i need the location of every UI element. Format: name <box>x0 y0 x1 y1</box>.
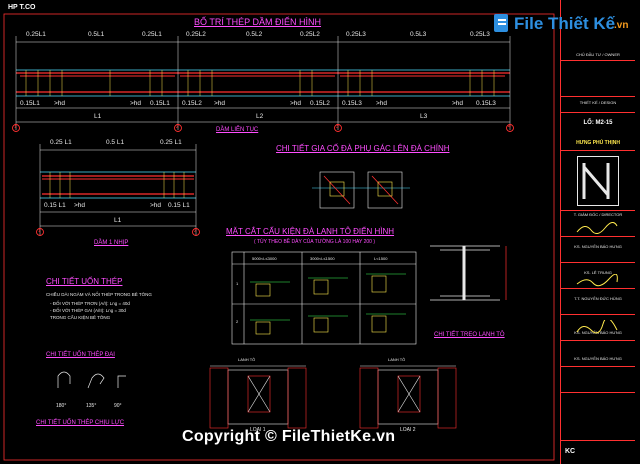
signer-name: KS. NGUYỄN BÁO HƯNG <box>574 356 622 361</box>
signer-name: KS. LÊ TRUNG <box>584 270 612 275</box>
span-label: L1 <box>94 113 102 120</box>
beam-layout-title: BỐ TRÍ THÉP DẦM ĐIỂN HÌNH <box>194 17 322 27</box>
signature-icon <box>575 273 619 288</box>
axis-mark: 1 <box>14 124 17 130</box>
lintel-table-header: 5000<L≤3000 <box>252 256 277 261</box>
lintel-section-title: MẶT CẮT CẤU KIỆN ĐÀ LANH TÔ ĐIỂN HÌNH <box>226 227 395 236</box>
company-name: HƯNG PHÚ THỊNH <box>576 140 620 146</box>
drawing-code: KC <box>565 448 576 455</box>
axis-mark: 3 <box>336 124 339 130</box>
single-dim-top: 0.25 L1 <box>160 139 182 146</box>
lintel-type-label: LOẠI 2 <box>400 427 416 433</box>
lintel-hanger-detail <box>430 245 507 301</box>
dim-bottom: >hd <box>130 100 142 107</box>
drawing-frame <box>3 13 555 461</box>
signer-name: T. GIÁM ĐỐC / DIRECTOR <box>573 212 623 217</box>
lintel-table-header: L<1500 <box>374 256 388 261</box>
tension-bend-label: CHI TIẾT UỐN THÉP CHỊU LỰC <box>36 420 125 426</box>
dim-bottom: 0.15L1 <box>20 100 40 107</box>
dim-bottom: >hd <box>54 100 66 107</box>
single-dim-bottom: >hd <box>74 202 86 209</box>
dim-bottom: >hd <box>290 100 302 107</box>
company-logo-icon <box>577 156 619 206</box>
dim-bottom: 0.15L2 <box>182 100 202 107</box>
single-axis-mark: 1 <box>38 228 41 234</box>
dim-top: 0.25L3 <box>470 31 490 38</box>
lintel-label: LANH TÔ <box>388 357 406 362</box>
lintel-section-table <box>231 251 417 345</box>
bending-detail-title: CHI TIẾT UỐN THÉP <box>46 277 123 286</box>
signature-icon <box>575 317 619 334</box>
dim-bottom: 0.15L1 <box>150 100 170 107</box>
stirrup-angle: 180° <box>56 403 67 409</box>
title-role: THIẾT KẾ / DESIGN <box>579 100 617 105</box>
stirrup-detail-label: CHI TIẾT UỐN THÉP ĐAI <box>46 352 115 358</box>
lintel-label: LANH TÔ <box>238 357 256 362</box>
continuous-beam-label: DẦM LIÊN TỤC <box>216 127 259 133</box>
drawing-number: LỐ: M2-15 <box>583 120 613 126</box>
single-span-label: L1 <box>114 217 122 224</box>
dim-top: 0.25L1 <box>26 31 46 38</box>
single-dim-top: 0.5 L1 <box>106 139 125 146</box>
lintel-type-label: LOẠI 1 <box>250 427 266 433</box>
single-dim-bottom: 0.15 L1 <box>168 202 190 209</box>
stirrup-angle: 135° <box>86 403 97 409</box>
bending-note: TRONG CẤU KIỆN BÊ TÔNG <box>50 315 111 320</box>
dim-bottom: >hd <box>452 100 464 107</box>
dim-top: 0.5L1 <box>88 31 105 38</box>
single-dim-bottom: >hd <box>150 202 162 209</box>
dim-top: 0.25L2 <box>186 31 206 38</box>
continuous-beam-drawing <box>12 36 514 132</box>
watermark-domain: .vn <box>614 20 629 31</box>
lintel-hang-label: CHI TIẾT TREO LANH TÔ <box>434 332 505 338</box>
title-block: CHỦ ĐẦU TƯ / OWNER THIẾT KẾ / DESIGN LỐ:… <box>560 0 635 464</box>
title-role: CHỦ ĐẦU TƯ / OWNER <box>576 52 620 57</box>
axis-mark: 2 <box>176 124 179 130</box>
dim-bottom: 0.15L3 <box>476 100 496 107</box>
lintel-table-row: 1 <box>236 281 239 286</box>
bending-note: - ĐỐI VỚI THÉP GAI (A/II): Lng = 30d <box>50 308 126 313</box>
stirrup-angle: 90° <box>114 403 122 409</box>
sheet-label: HP T.CO <box>8 4 36 11</box>
dim-top: 0.25L2 <box>300 31 320 38</box>
single-span-beam-label: DẦM 1 NHỊP <box>94 240 129 246</box>
axis-mark: 4 <box>508 124 511 130</box>
dim-bottom: >hd <box>214 100 226 107</box>
dim-top: 0.25L3 <box>346 31 366 38</box>
signer-name: KS. NGUYỄN BÁO HƯNG <box>574 244 622 249</box>
secondary-beam-detail <box>312 171 410 209</box>
span-label: L3 <box>420 113 428 120</box>
lintel-table-header: 3000<L≤1500 <box>310 256 335 261</box>
signer-name: T.T. NGUYỄN ĐỨC HÙNG <box>574 296 622 301</box>
dim-top: 0.5L3 <box>410 31 427 38</box>
lintel-type-drawings <box>209 365 457 429</box>
dim-top: 0.25L1 <box>142 31 162 38</box>
lintel-table-row: 2 <box>236 319 239 324</box>
file-logo-icon <box>494 14 508 32</box>
single-dim-top: 0.25 L1 <box>50 139 72 146</box>
span-label: L2 <box>256 113 264 120</box>
bending-note: - ĐỐI VỚI THÉP TRƠN (A/I): Lng = 40d <box>50 301 130 306</box>
single-dim-bottom: 0.15 L1 <box>44 202 66 209</box>
single-axis-mark: 2 <box>194 228 197 234</box>
lintel-section-note: ( TÙY THEO BỀ DÀY CỦA TƯỜNG LÀ 100 HAY 2… <box>254 239 376 245</box>
brick-reinforce-title: CHI TIẾT GIA CỐ ĐÀ PHỤ GÁC LÊN ĐÀ CHÍNH <box>276 144 450 153</box>
stirrup-hooks <box>57 371 126 389</box>
filethietke-watermark-logo: File Thiết Kế .vn <box>492 8 632 42</box>
copyright-watermark: Copyright © FileThietKe.vn <box>182 428 396 445</box>
single-span-beam-drawing <box>36 144 200 236</box>
bending-note: CHIỀU DÀI NGÀM VÀ NỐI THÉP TRONG BÊ TÔNG <box>46 292 152 297</box>
signature-icon <box>575 222 619 236</box>
dim-bottom: 0.15L3 <box>342 100 362 107</box>
dim-bottom: 0.15L2 <box>310 100 330 107</box>
dim-bottom: >hd <box>376 100 388 107</box>
dim-top: 0.5L2 <box>246 31 263 38</box>
watermark-brand: File Thiết Kế <box>514 14 616 33</box>
